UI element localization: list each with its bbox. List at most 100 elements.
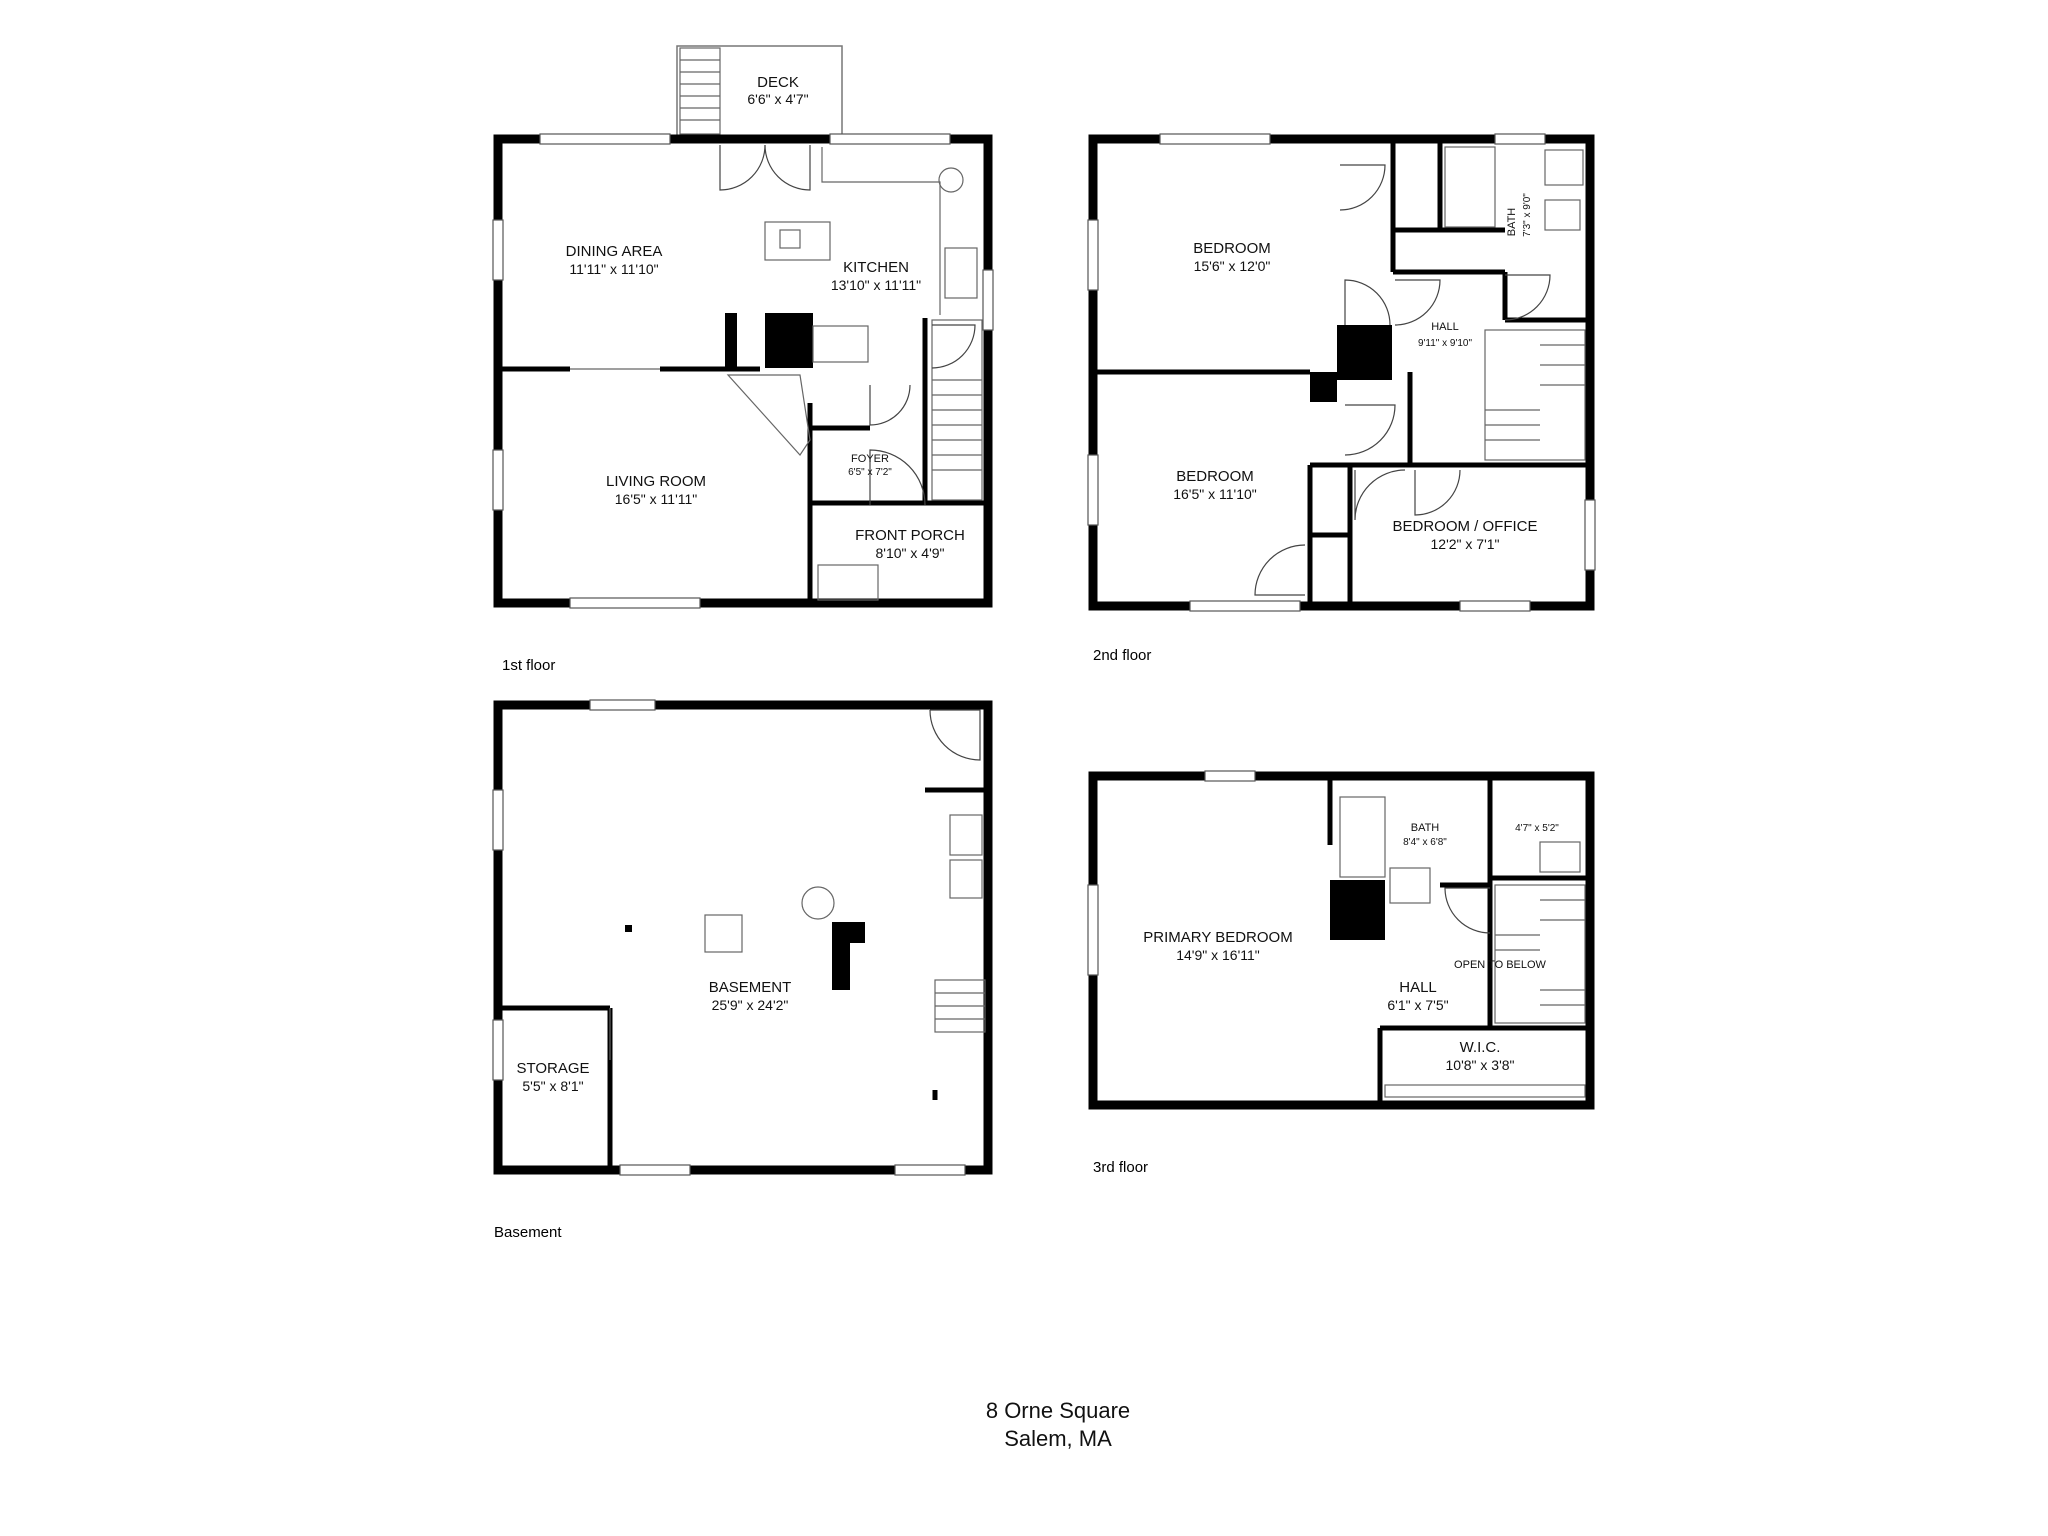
kitchen-name: KITCHEN [843, 259, 909, 276]
living-room-dim: 16'5" x 11'11" [615, 491, 698, 507]
range-stove [944, 247, 978, 299]
window [1494, 133, 1546, 145]
window [492, 789, 504, 851]
stair-treads [1495, 899, 1585, 1006]
window [1459, 600, 1531, 612]
bedroom-office-name: BEDROOM / OFFICE [1392, 518, 1537, 535]
third-floor-plan: PRIMARY BEDROOM 14'9" x 16'11" BATH 8'4"… [1087, 770, 1595, 1176]
chimney [765, 313, 813, 368]
foyer-name: FOYER [851, 453, 889, 465]
window [492, 219, 504, 281]
deck-stair-treads [680, 59, 720, 121]
stair-treads [932, 379, 982, 471]
door [1394, 279, 1441, 326]
wic-dim: 10'8" x 3'8" [1446, 1057, 1515, 1073]
window [1087, 219, 1099, 291]
staircase [1494, 884, 1586, 1024]
bedroom-2-dim: 16'5" x 11'10" [1173, 486, 1257, 502]
dining-area-dim: 11'11" x 11'10" [569, 261, 658, 277]
staircase [1484, 329, 1586, 461]
third-floor-label: 3rd floor [1093, 1159, 1148, 1176]
bathtub [1444, 146, 1496, 228]
window [569, 597, 701, 609]
post [625, 925, 632, 932]
bathtub [1339, 796, 1386, 878]
second-floor-label: 2nd floor [1093, 647, 1151, 664]
window [1204, 770, 1256, 782]
third-floor-exterior-wall [1088, 771, 1595, 1110]
staircase [726, 374, 811, 456]
address-line-2: Salem, MA [1004, 1426, 1112, 1451]
stair-treads [1485, 344, 1585, 441]
kitchen-island [764, 221, 831, 261]
chimney [1330, 880, 1385, 940]
bedroom-1-name: BEDROOM [1193, 240, 1271, 257]
kitchen-sink-round [938, 167, 964, 193]
basement-label: Basement [494, 1224, 562, 1241]
wic-name: W.I.C. [1460, 1039, 1501, 1056]
storage-dim: 5'5" x 8'1" [522, 1078, 583, 1094]
primary-bedroom-name: PRIMARY BEDROOM [1143, 929, 1292, 946]
door [931, 324, 976, 369]
primary-bedroom-dim: 14'9" x 16'11" [1176, 947, 1260, 963]
door [1344, 279, 1391, 326]
window [829, 133, 951, 145]
window [1189, 600, 1301, 612]
window [982, 269, 994, 331]
window [1087, 454, 1099, 526]
water-heater [801, 886, 835, 920]
window [619, 1164, 691, 1176]
front-porch-name: FRONT PORCH [855, 527, 965, 544]
front-door [869, 449, 926, 506]
deck-outline [676, 45, 843, 137]
french-door-right [764, 144, 811, 191]
dining-area-name: DINING AREA [566, 243, 663, 260]
hall-dim: 6'1" x 7'5" [1387, 997, 1448, 1013]
kitchen-dim: 13'10" x 11'11" [831, 277, 921, 293]
hall-dim: 9'11" x 9'10" [1418, 338, 1473, 349]
second-floor-exterior-wall [1088, 134, 1595, 611]
chimney [1337, 325, 1392, 380]
wall-block [725, 313, 737, 368]
door [1444, 887, 1491, 934]
appliance [949, 859, 983, 899]
bedroom-office-dim: 12'2" x 7'1" [1431, 536, 1500, 552]
hall-name: HALL [1431, 321, 1459, 333]
open-to-below-label: OPEN TO BELOW [1454, 959, 1547, 971]
french-door-left [719, 144, 766, 191]
bath-sink [1544, 149, 1584, 186]
stair-treads [935, 992, 985, 1020]
bath-dim: 7'3" x 9'0" [1522, 193, 1533, 237]
bath-sink [1389, 867, 1431, 904]
window [1584, 499, 1596, 571]
porch-steps [817, 564, 879, 601]
basement-dim: 25'9" x 24'2" [712, 997, 789, 1013]
bath-name: BATH [1411, 822, 1440, 834]
deck-stairs [679, 47, 721, 135]
second-floor-plan: BEDROOM 15'6" x 12'0" BATH 7'3" x 9'0" H… [1087, 133, 1596, 664]
storage-name: STORAGE [516, 1060, 589, 1077]
living-room-name: LIVING ROOM [606, 473, 706, 490]
deck-name: DECK [757, 74, 799, 91]
door [1339, 164, 1386, 211]
window [492, 449, 504, 511]
foyer-dim: 6'5" x 7'2" [848, 467, 892, 478]
basement-name: BASEMENT [709, 979, 792, 996]
door [1414, 469, 1461, 516]
door [1354, 469, 1406, 521]
fridge [812, 325, 869, 363]
window [589, 699, 656, 711]
toilet [1539, 841, 1581, 873]
basement-plan: BASEMENT 25'9" x 24'2" STORAGE 5'5" x 8'… [492, 699, 993, 1241]
deck-dim: 6'6" x 4'7" [747, 91, 808, 107]
door [929, 709, 981, 761]
basement-exterior-wall [493, 700, 993, 1175]
chimney-base [832, 922, 865, 990]
appliance [949, 814, 983, 856]
window [539, 133, 671, 145]
front-porch-dim: 8'10" x 4'9" [876, 545, 945, 561]
door [869, 384, 911, 426]
hall-name: HALL [1399, 979, 1437, 996]
support-column [704, 914, 743, 953]
